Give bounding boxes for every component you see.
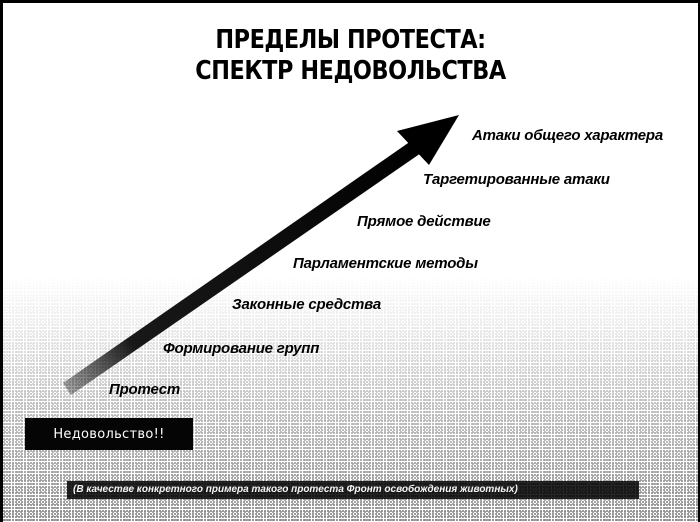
start-discontent-box: Недовольство!! (25, 418, 193, 450)
step-general-attacks: Атаки общего характера (472, 127, 664, 144)
step-targeted-attacks: Таргетированные атаки (423, 171, 610, 188)
title-line-2: СПЕКТР НЕДОВОЛЬСТВА (195, 56, 506, 86)
step-direct-action: Прямое действие (357, 213, 491, 230)
start-discontent-label: Недовольство!! (53, 426, 165, 442)
step-parliamentary-methods: Парламентские методы (293, 255, 478, 272)
step-protest: Протест (109, 381, 181, 398)
grain-background (3, 273, 698, 522)
escalation-arrow-icon (63, 115, 459, 395)
step-group-formation: Формирование групп (163, 340, 320, 357)
footnote-caption: (В качестве конкретного примера такого п… (67, 481, 639, 499)
title-line-1: ПРЕДЕЛЫ ПРОТЕСТА: (215, 25, 486, 55)
diagram-title: ПРЕДЕЛЫ ПРОТЕСТА: СПЕКТР НЕДОВОЛЬСТВА (52, 25, 650, 87)
step-legal-means: Законные средства (232, 296, 381, 313)
